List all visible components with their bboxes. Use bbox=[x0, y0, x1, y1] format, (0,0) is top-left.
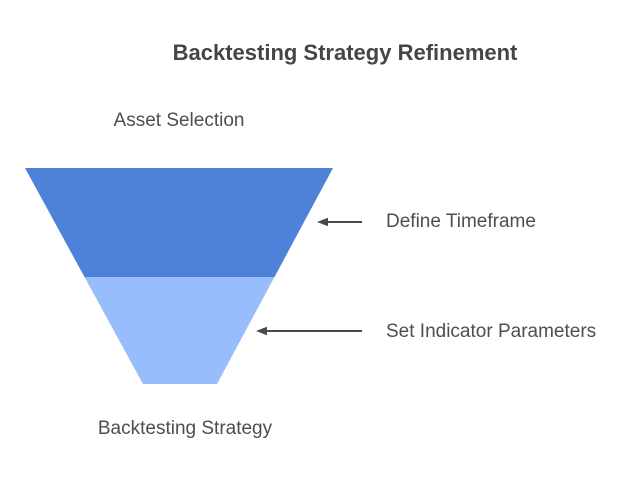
funnel-bottom-label: Backtesting Strategy bbox=[97, 418, 273, 439]
stage-label-define-timeframe: Define Timeframe bbox=[386, 211, 536, 232]
arrow-set-indicator-parameters bbox=[256, 326, 362, 336]
stage-label-set-indicator-parameters: Set Indicator Parameters bbox=[386, 321, 597, 342]
funnel-segment-bottom bbox=[84, 277, 275, 384]
arrow-define-timeframe bbox=[317, 217, 362, 227]
arrow-head-icon bbox=[256, 326, 267, 336]
funnel-top-label: Asset Selection bbox=[113, 110, 245, 131]
arrow-head-icon bbox=[317, 217, 328, 227]
funnel-segment-top bbox=[25, 168, 333, 277]
page-title: Backtesting Strategy Refinement bbox=[172, 40, 518, 65]
